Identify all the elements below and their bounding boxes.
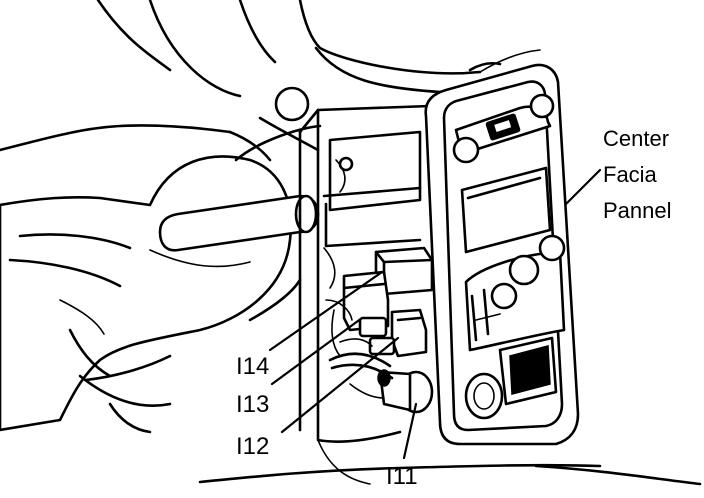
label-center-facia-panel-line-1: Center [603,126,669,151]
connector-cluster [325,246,434,414]
leader-i14 [268,270,384,352]
dash-opening [198,104,702,486]
label-i14: I14 [236,353,269,380]
center-facia-panel [424,63,580,446]
label-i13: I13 [236,391,269,418]
label-i12: I12 [236,433,269,460]
leader-i12 [280,336,400,434]
leader-lines [268,168,602,460]
label-i11: I11 [386,463,418,490]
leader-center-facia-panel [564,168,602,206]
label-center-facia-panel-line-3: Pannel [603,198,672,223]
label-center-facia-panel-line-2: Facia [603,162,658,187]
leader-i13 [270,316,364,386]
callout-labels: Center Facia Pannel I14 I13 I12 I11 [236,126,672,490]
leader-i11 [402,402,418,460]
